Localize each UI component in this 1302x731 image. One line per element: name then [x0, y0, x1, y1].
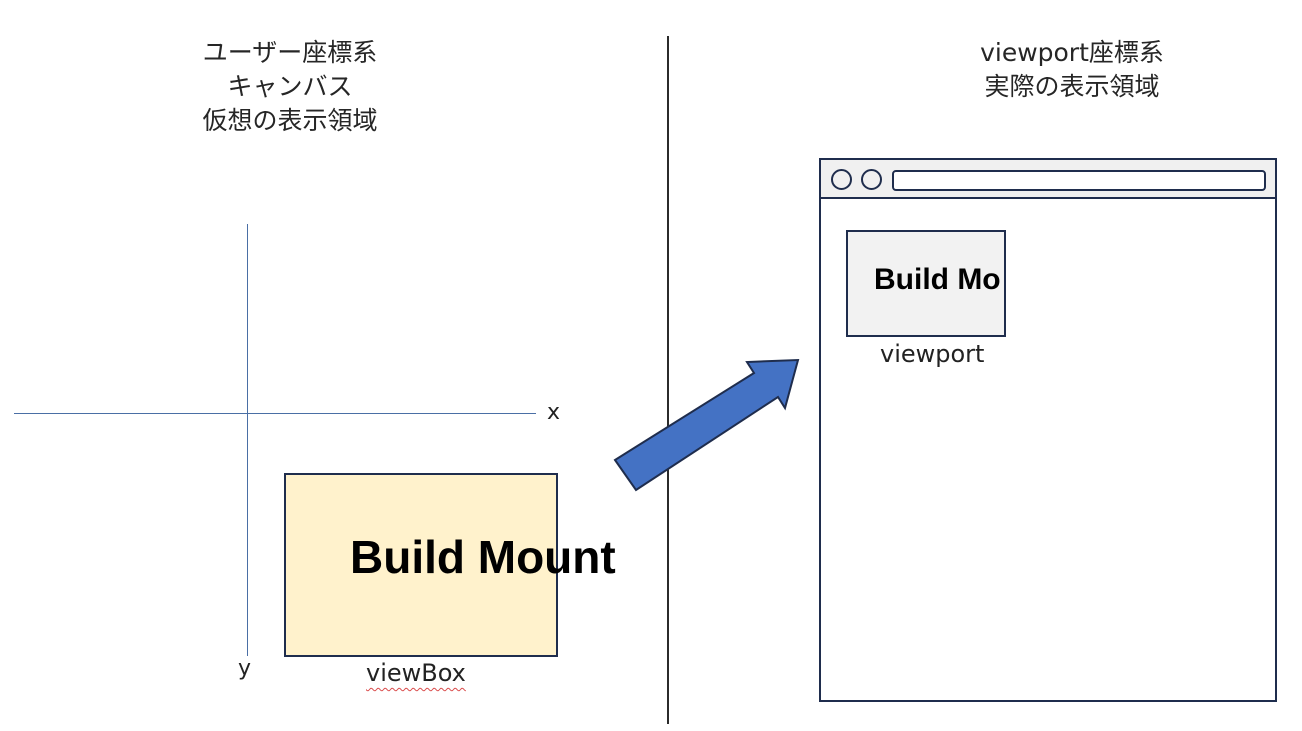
window-control-icon — [831, 169, 852, 190]
heading-line: キャンバス — [227, 72, 353, 101]
y-axis-line — [247, 224, 248, 656]
heading-line: viewport座標系 — [980, 38, 1164, 67]
heading-line: 実際の表示領域 — [984, 72, 1160, 101]
viewbox-content-text: Build Mount — [350, 531, 616, 583]
heading-line: 仮想の表示領域 — [202, 106, 378, 135]
y-axis-label: y — [238, 656, 252, 681]
viewport-rect: Build Mo — [846, 230, 1006, 337]
viewport-caption: viewport — [880, 340, 985, 368]
x-axis-label: x — [547, 400, 561, 425]
user-coordinate-heading: ユーザー座標系 キャンバス 仮想の表示領域 — [140, 36, 440, 138]
center-divider — [667, 36, 669, 724]
viewport-content-text: Build Mo — [874, 263, 1001, 296]
browser-titlebar — [821, 160, 1275, 199]
mapping-arrow-icon — [613, 358, 800, 492]
viewbox-caption: viewBox — [366, 659, 466, 687]
viewbox-rect — [284, 473, 558, 657]
heading-line: ユーザー座標系 — [202, 38, 378, 67]
viewport-coordinate-heading: viewport座標系 実際の表示領域 — [922, 36, 1222, 104]
x-axis-line — [14, 413, 536, 414]
window-control-icon — [861, 169, 882, 190]
address-bar — [892, 170, 1266, 191]
